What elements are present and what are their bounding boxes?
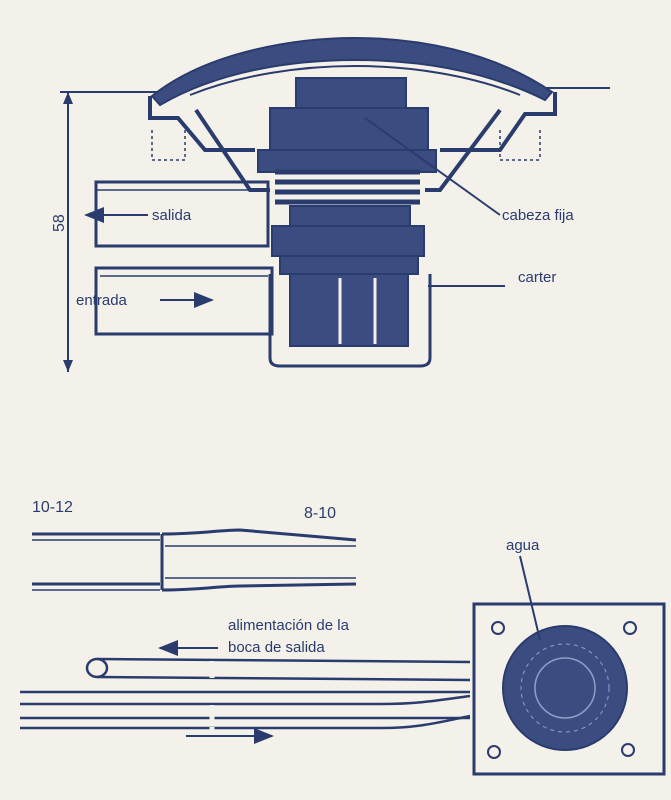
carter-body — [268, 225, 432, 368]
label-left-size: 10-12 — [32, 499, 73, 516]
leader-agua — [519, 555, 541, 641]
label-carter: carter — [518, 269, 556, 286]
label-cabeza-fija: cabeza fija — [502, 207, 574, 224]
screw-top-right — [623, 621, 637, 635]
dimension-label: 58 — [51, 214, 68, 232]
label-right-size: 8-10 — [304, 505, 336, 522]
fixed-head — [257, 77, 437, 227]
inlet-pipe — [94, 266, 274, 336]
bottom-figure — [20, 528, 666, 776]
label-alimentacion-1: alimentación de la — [228, 617, 350, 634]
reducer-pipe — [32, 528, 357, 592]
top-figure — [60, 36, 610, 372]
label-entrada: entrada — [76, 292, 128, 309]
label-alimentacion-2: boca de salida — [228, 639, 325, 656]
screw-bottom-right — [621, 743, 635, 757]
label-salida: salida — [152, 207, 192, 224]
leader-cabeza-fija — [364, 117, 501, 216]
screw-top-left — [491, 621, 505, 635]
flange-right — [440, 92, 557, 152]
dimension-58 — [60, 91, 160, 372]
screw-bottom-left — [487, 745, 501, 759]
water-box — [472, 555, 666, 776]
supply-tubing — [20, 650, 471, 735]
dome-cap — [150, 36, 554, 107]
label-agua: agua — [506, 537, 540, 554]
